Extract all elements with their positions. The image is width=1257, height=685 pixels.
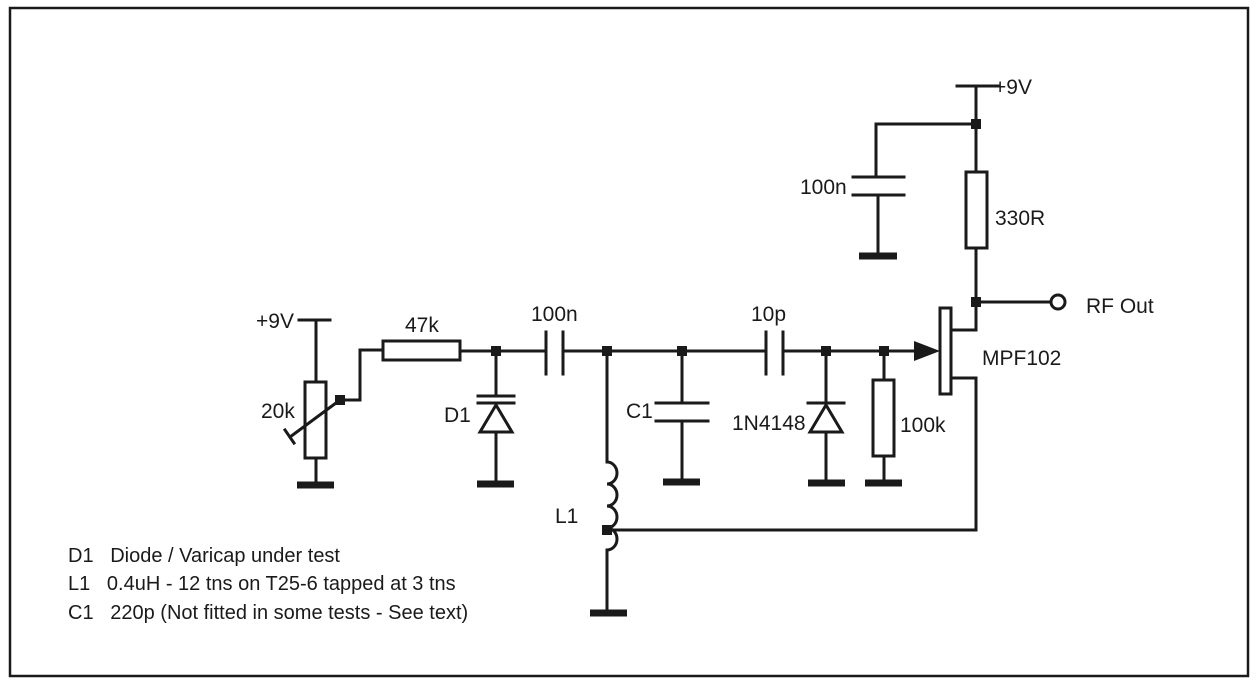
clamp-diode — [806, 349, 846, 487]
inductor-label: L1 — [555, 505, 578, 528]
tank-capacitor-label: C1 — [626, 400, 653, 423]
test-diode — [476, 349, 516, 488]
gate-resistor-label: 100k — [900, 414, 946, 437]
note-l1: L1 0.4uH - 12 tns on T25-6 tapped at 3 t… — [68, 573, 456, 595]
junction-dots — [335, 119, 981, 535]
supply-left-label: +9V — [256, 310, 294, 333]
rf-output-label: RF Out — [1086, 295, 1154, 318]
series-resistor — [381, 339, 548, 362]
jfet-label: MPF102 — [982, 347, 1061, 370]
coupling-capacitor — [544, 330, 768, 376]
decoupling-capacitor — [851, 122, 978, 260]
supply-top-label: +9V — [994, 76, 1032, 99]
supply-left-rail — [297, 318, 332, 384]
drain-resistor-label: 330R — [995, 207, 1045, 230]
component-notes: D1 Diode / Varicap under test L1 0.4uH -… — [68, 545, 468, 624]
coupling-capacitor-label: 100n — [531, 303, 578, 326]
note-d1: D1 Diode / Varicap under test — [68, 545, 340, 567]
rf-output — [974, 293, 1067, 311]
potentiometer-label: 20k — [261, 400, 295, 423]
note-c1: C1 220p (Not fitted in some tests - See … — [68, 602, 468, 624]
tank-capacitor — [654, 349, 710, 486]
gate-resistor — [865, 349, 902, 487]
test-diode-label: D1 — [444, 404, 471, 427]
gate-capacitor-label: 10p — [751, 303, 786, 326]
decoupling-capacitor-label: 100n — [800, 176, 847, 199]
clamp-diode-label: 1N4148 — [732, 412, 806, 435]
drain-resistor — [964, 170, 989, 304]
potentiometer — [282, 348, 385, 489]
tapped-inductor — [590, 349, 978, 617]
gate-capacitor — [764, 330, 940, 376]
diagram-frame — [8, 6, 1250, 678]
series-resistor-label: 47k — [405, 314, 439, 337]
